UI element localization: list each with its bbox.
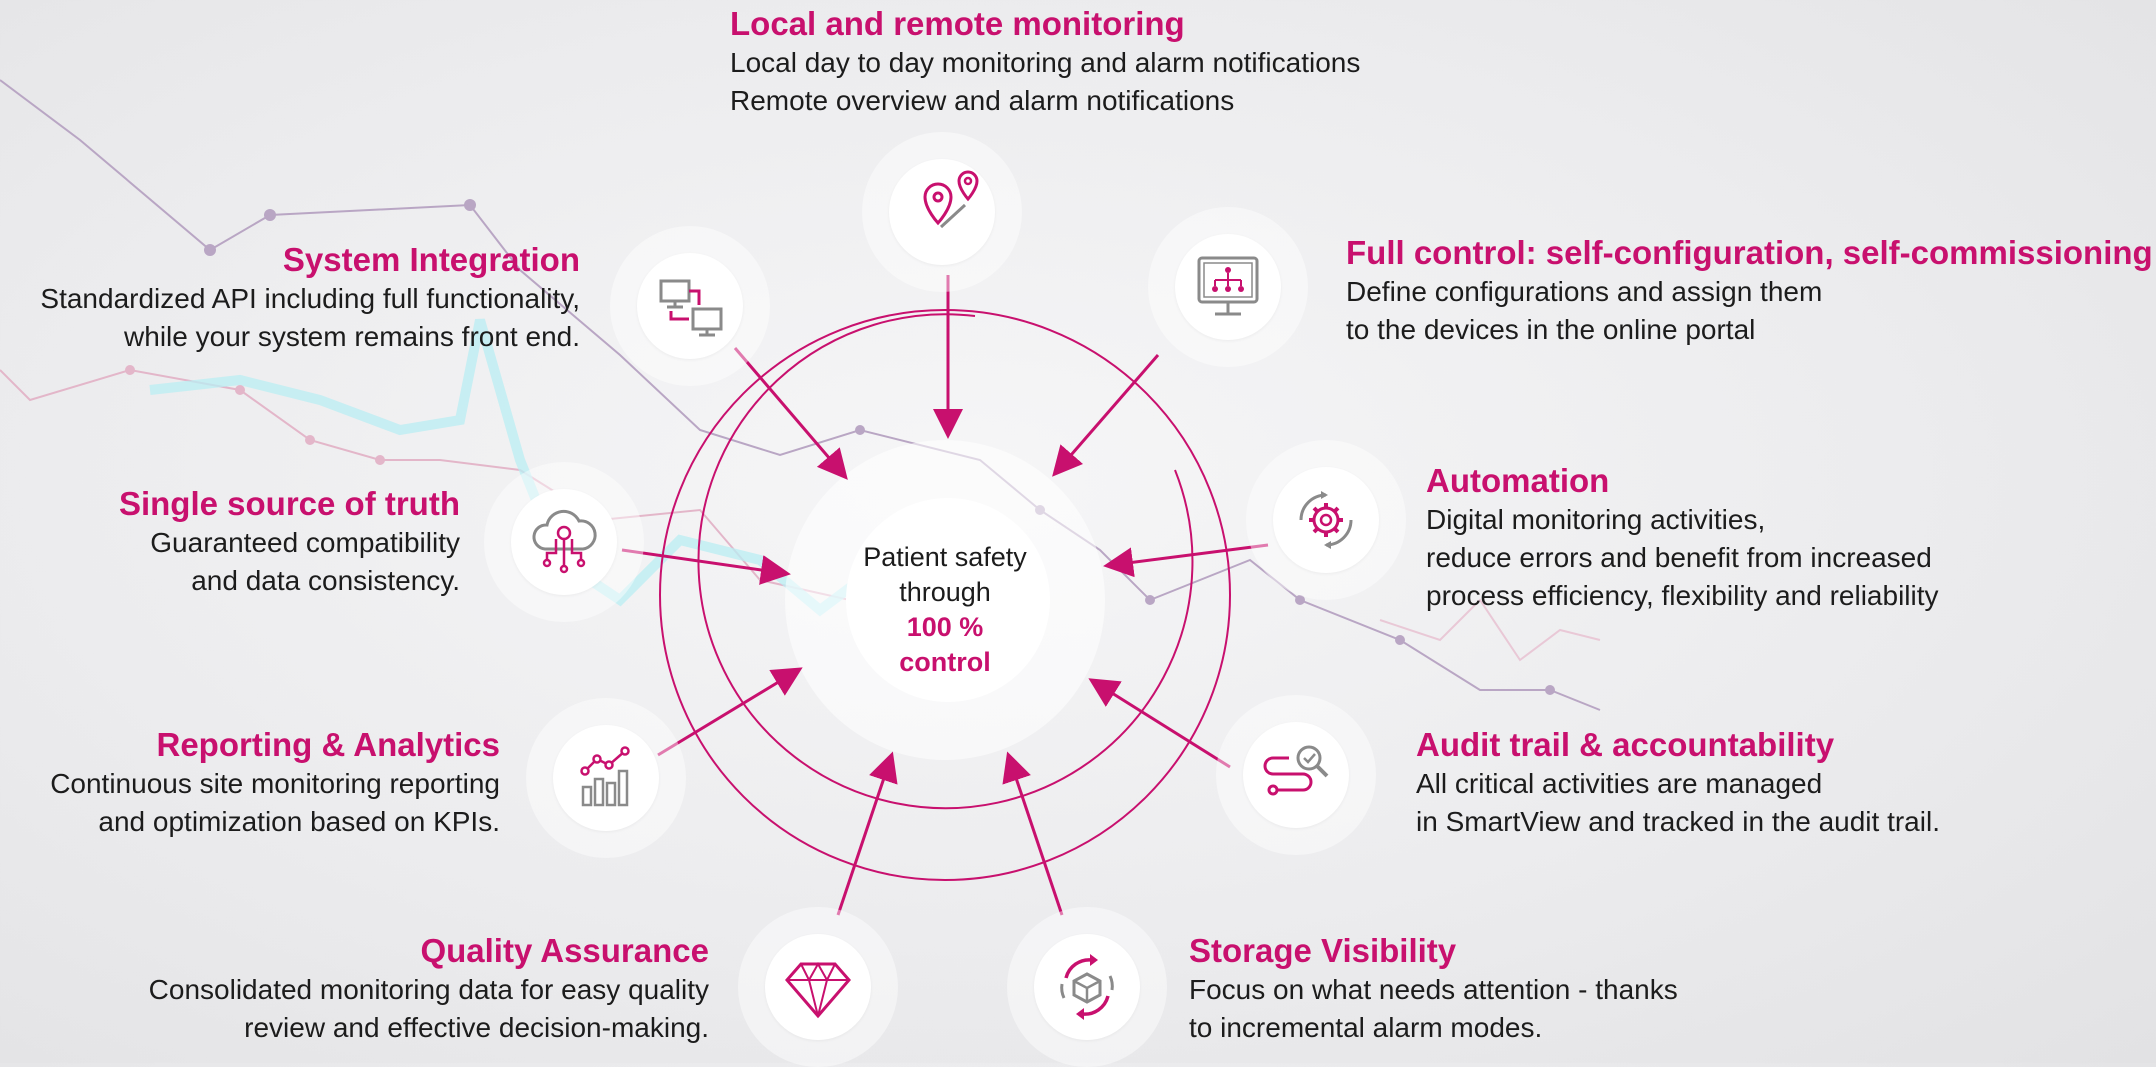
integration-icon-badge — [610, 226, 770, 386]
inner-ring — [697, 313, 1194, 810]
full-control-title: Full control: self-configuration, self-c… — [1346, 234, 2153, 271]
arrow-integration — [733, 347, 848, 480]
cloud-network-icon — [532, 509, 597, 574]
monitor-hierarchy-icon — [1197, 256, 1259, 316]
integration-title: System Integration — [282, 241, 580, 278]
reporting-block: Reporting & Analytics Continuous site mo… — [50, 725, 500, 841]
automation-icon-badge — [1246, 440, 1406, 600]
center-disc — [846, 498, 1050, 702]
monitoring-block: Local and remote monitoring Local day to… — [730, 4, 1360, 120]
quality-icon-badge — [738, 907, 898, 1067]
automation-title: Automation — [1426, 462, 1610, 499]
arrow-quality — [836, 751, 898, 916]
arrow-full-control — [1052, 354, 1160, 477]
center-line-2: through — [899, 577, 991, 607]
audit-icon-badge — [1216, 695, 1376, 855]
arrow-automation — [1103, 543, 1269, 578]
audit-block: Audit trail & accountability All critica… — [1416, 725, 1940, 841]
center-highlight-2: control — [899, 647, 991, 677]
reporting-title: Reporting & Analytics — [156, 726, 501, 763]
full-control-block: Full control: self-configuration, self-c… — [1346, 233, 2153, 349]
single-source-block: Single source of truth Guaranteed compat… — [119, 484, 460, 600]
diamond-icon — [785, 961, 851, 1019]
center-statement: Patient safety through 100 % control — [840, 540, 1050, 680]
automation-block: Automation Digital monitoring activities… — [1426, 461, 1939, 615]
automation-gear-icon — [1299, 491, 1353, 549]
quality-description: Consolidated monitoring data for easy qu… — [148, 974, 709, 1043]
storage-cube-icon — [1060, 954, 1114, 1020]
bar-chart-icon — [580, 746, 630, 807]
audit-trail-icon — [1263, 745, 1329, 796]
single-source-description: Guaranteed compatibility and data consis… — [150, 527, 460, 596]
monitoring-description: Local day to day monitoring and alarm no… — [730, 47, 1361, 116]
automation-description: Digital monitoring activities, reduce er… — [1426, 504, 1939, 611]
bg-line-light — [1379, 598, 1601, 662]
quality-block: Quality Assurance Consolidated monitorin… — [149, 931, 709, 1047]
full-control-description: Define configurations and assign them to… — [1346, 276, 1823, 345]
connected-computers-icon — [659, 279, 723, 337]
integration-description: Standardized API including full function… — [40, 283, 580, 352]
arrow-single-source — [621, 548, 791, 585]
audit-description: All critical activities are managed in S… — [1416, 768, 1940, 837]
reporting-icon-badge — [526, 698, 686, 858]
monitoring-icon-badge — [862, 132, 1022, 292]
single-source-icon-badge — [484, 462, 644, 622]
arrow-reporting — [657, 667, 803, 757]
arrow-audit — [1088, 678, 1231, 769]
quality-title: Quality Assurance — [420, 932, 709, 969]
outer-ring — [659, 309, 1231, 881]
audit-title: Audit trail & accountability — [1416, 726, 1835, 763]
monitoring-title: Local and remote monitoring — [730, 5, 1185, 42]
storage-description: Focus on what needs attention - thanks t… — [1189, 974, 1678, 1043]
storage-icon-badge — [1007, 907, 1167, 1067]
storage-title: Storage Visibility — [1189, 932, 1457, 969]
center-line-1: Patient safety — [863, 542, 1027, 572]
storage-block: Storage Visibility Focus on what needs a… — [1189, 931, 1678, 1047]
integration-block: System Integration Standardized API incl… — [40, 240, 580, 356]
arrow-storage — [1002, 751, 1064, 916]
location-pins-icon — [923, 170, 979, 229]
reporting-description: Continuous site monitoring reporting and… — [50, 768, 500, 837]
full-control-icon-badge — [1148, 207, 1308, 367]
center-highlight-1: 100 % — [906, 612, 984, 642]
single-source-title: Single source of truth — [118, 485, 460, 522]
